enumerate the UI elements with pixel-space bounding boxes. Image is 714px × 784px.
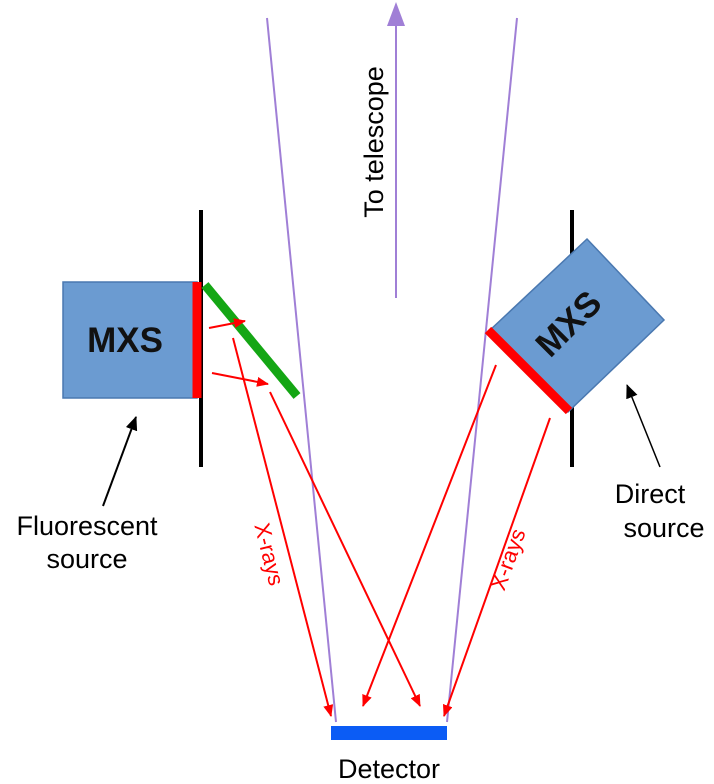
telescope-label: To telescope <box>359 66 389 218</box>
direct-source-label-line1: Direct <box>615 479 686 509</box>
right-mxs-emitter <box>484 326 573 415</box>
left-mxs-unit: MXS <box>62 281 202 399</box>
xray-arrow <box>362 364 497 707</box>
xray-arrow <box>208 318 246 329</box>
telescope-beam-right-edge <box>446 17 518 723</box>
fluorescent-source-label-line1: Fluorescent <box>16 511 158 541</box>
fluorescent-callout-arrow <box>102 416 138 507</box>
telescope-beam <box>266 2 518 723</box>
xray-arrow <box>232 337 334 717</box>
detector-bar <box>331 726 447 740</box>
direct-callout-arrow <box>626 384 661 468</box>
telescope-arrow-icon <box>387 2 405 26</box>
left-mxs-box <box>62 281 198 399</box>
fluorescent-target <box>201 282 301 399</box>
xray-arrow <box>269 391 421 707</box>
direct-source-label-line2: source <box>623 513 704 543</box>
telescope-beam-left-edge <box>266 17 337 723</box>
xray-arrow <box>442 417 551 717</box>
right-mxs-unit: MXS <box>484 237 666 415</box>
left-mxs-label: MXS <box>87 321 163 360</box>
xrays-label-right: X-rays <box>485 525 530 593</box>
fluorescent-source-label-line2: source <box>46 544 127 574</box>
xray-paths <box>208 318 551 717</box>
detector-label: Detector <box>338 754 440 784</box>
xray-arrow <box>211 372 269 387</box>
